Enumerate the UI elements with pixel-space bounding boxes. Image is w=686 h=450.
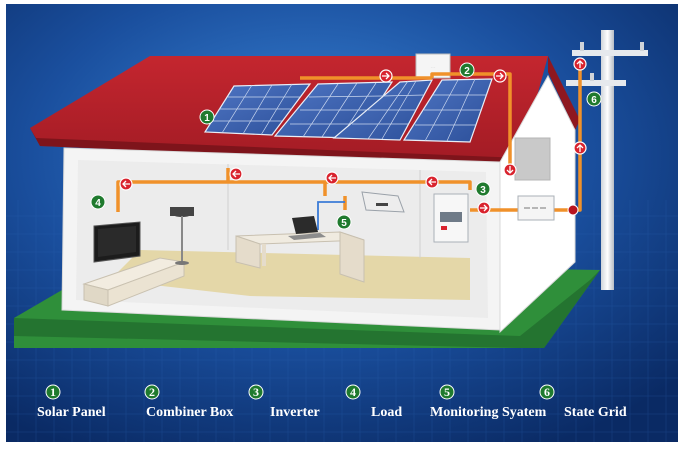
svg-text:1: 1 [50, 385, 56, 399]
marker-combiner-box: 2 [459, 62, 475, 78]
side-window [514, 137, 551, 181]
television-icon [93, 221, 141, 263]
laptop-icon [288, 216, 326, 240]
legend-item-state-grid: 6 State Grid [539, 384, 627, 420]
flow-arrow-icon [493, 69, 507, 83]
svg-text:Load: Load [371, 405, 402, 420]
flow-arrow-icon [425, 175, 439, 189]
svg-text:2: 2 [149, 385, 155, 399]
legend-item-inverter: 3 Inverter [248, 384, 320, 420]
solar-panel-icon [332, 79, 434, 141]
legend-item-load: 4 Load [345, 384, 402, 420]
meter-box-icon [517, 195, 555, 221]
svg-text:3: 3 [253, 385, 259, 399]
svg-text:Monitoring Syatem: Monitoring Syatem [430, 405, 547, 420]
data-cable [317, 201, 345, 230]
floor-lamp-icon [170, 207, 194, 265]
svg-text:Combiner Box: Combiner Box [146, 405, 233, 420]
svg-text:2: 2 [464, 66, 470, 77]
utility-pole-icon [566, 30, 648, 290]
flow-arrows [119, 57, 587, 216]
flow-arrow-icon [503, 163, 517, 177]
svg-text:4: 4 [350, 385, 356, 399]
svg-text:Solar Panel: Solar Panel [37, 405, 106, 420]
marker-load: 4 [90, 194, 106, 210]
legend-item-monitoring-system: 5 Monitoring Syatem [430, 384, 547, 420]
svg-text:6: 6 [591, 95, 597, 106]
wire-load-bus [116, 180, 472, 212]
svg-text:3: 3 [480, 185, 486, 196]
legend: 1 Solar Panel 2 Combiner Box 3 Inverter … [37, 384, 627, 420]
flow-arrow-icon [379, 69, 393, 83]
flow-arrow-icon [573, 141, 587, 155]
flow-arrow-icon [325, 171, 339, 185]
desk-icon [235, 231, 365, 283]
inverter-icon [433, 193, 469, 243]
marker-monitoring: 5 [336, 214, 352, 230]
flow-arrow-icon [229, 167, 243, 181]
svg-text:· · ·: · · · [431, 65, 436, 69]
solar-panel-array [203, 78, 493, 143]
grid-connection-point [567, 204, 579, 216]
flow-arrow-icon [477, 201, 491, 215]
svg-text:6: 6 [544, 385, 550, 399]
grass-edge [14, 270, 600, 348]
solar-panel-icon [402, 78, 493, 143]
flow-arrow-icon [573, 57, 587, 71]
svg-text:5: 5 [444, 385, 450, 399]
monitoring-box-icon [361, 191, 405, 213]
svg-text:5: 5 [341, 218, 347, 229]
solar-panel-icon [203, 83, 312, 136]
svg-text:Inverter: Inverter [270, 405, 320, 420]
flow-arrow-icon [119, 177, 133, 191]
legend-item-solar-panel: 1 Solar Panel [37, 384, 106, 420]
tv-cabinet-icon [82, 257, 186, 307]
marker-inverter: 3 [475, 181, 491, 197]
floor [110, 250, 470, 300]
svg-text:4: 4 [95, 198, 101, 209]
svg-text:State Grid: State Grid [564, 405, 627, 420]
legend-item-combiner-box: 2 Combiner Box [144, 384, 233, 420]
marker-grid: 6 [586, 91, 602, 107]
marker-solar-panel: 1 [199, 109, 215, 125]
svg-text:1: 1 [204, 113, 210, 124]
